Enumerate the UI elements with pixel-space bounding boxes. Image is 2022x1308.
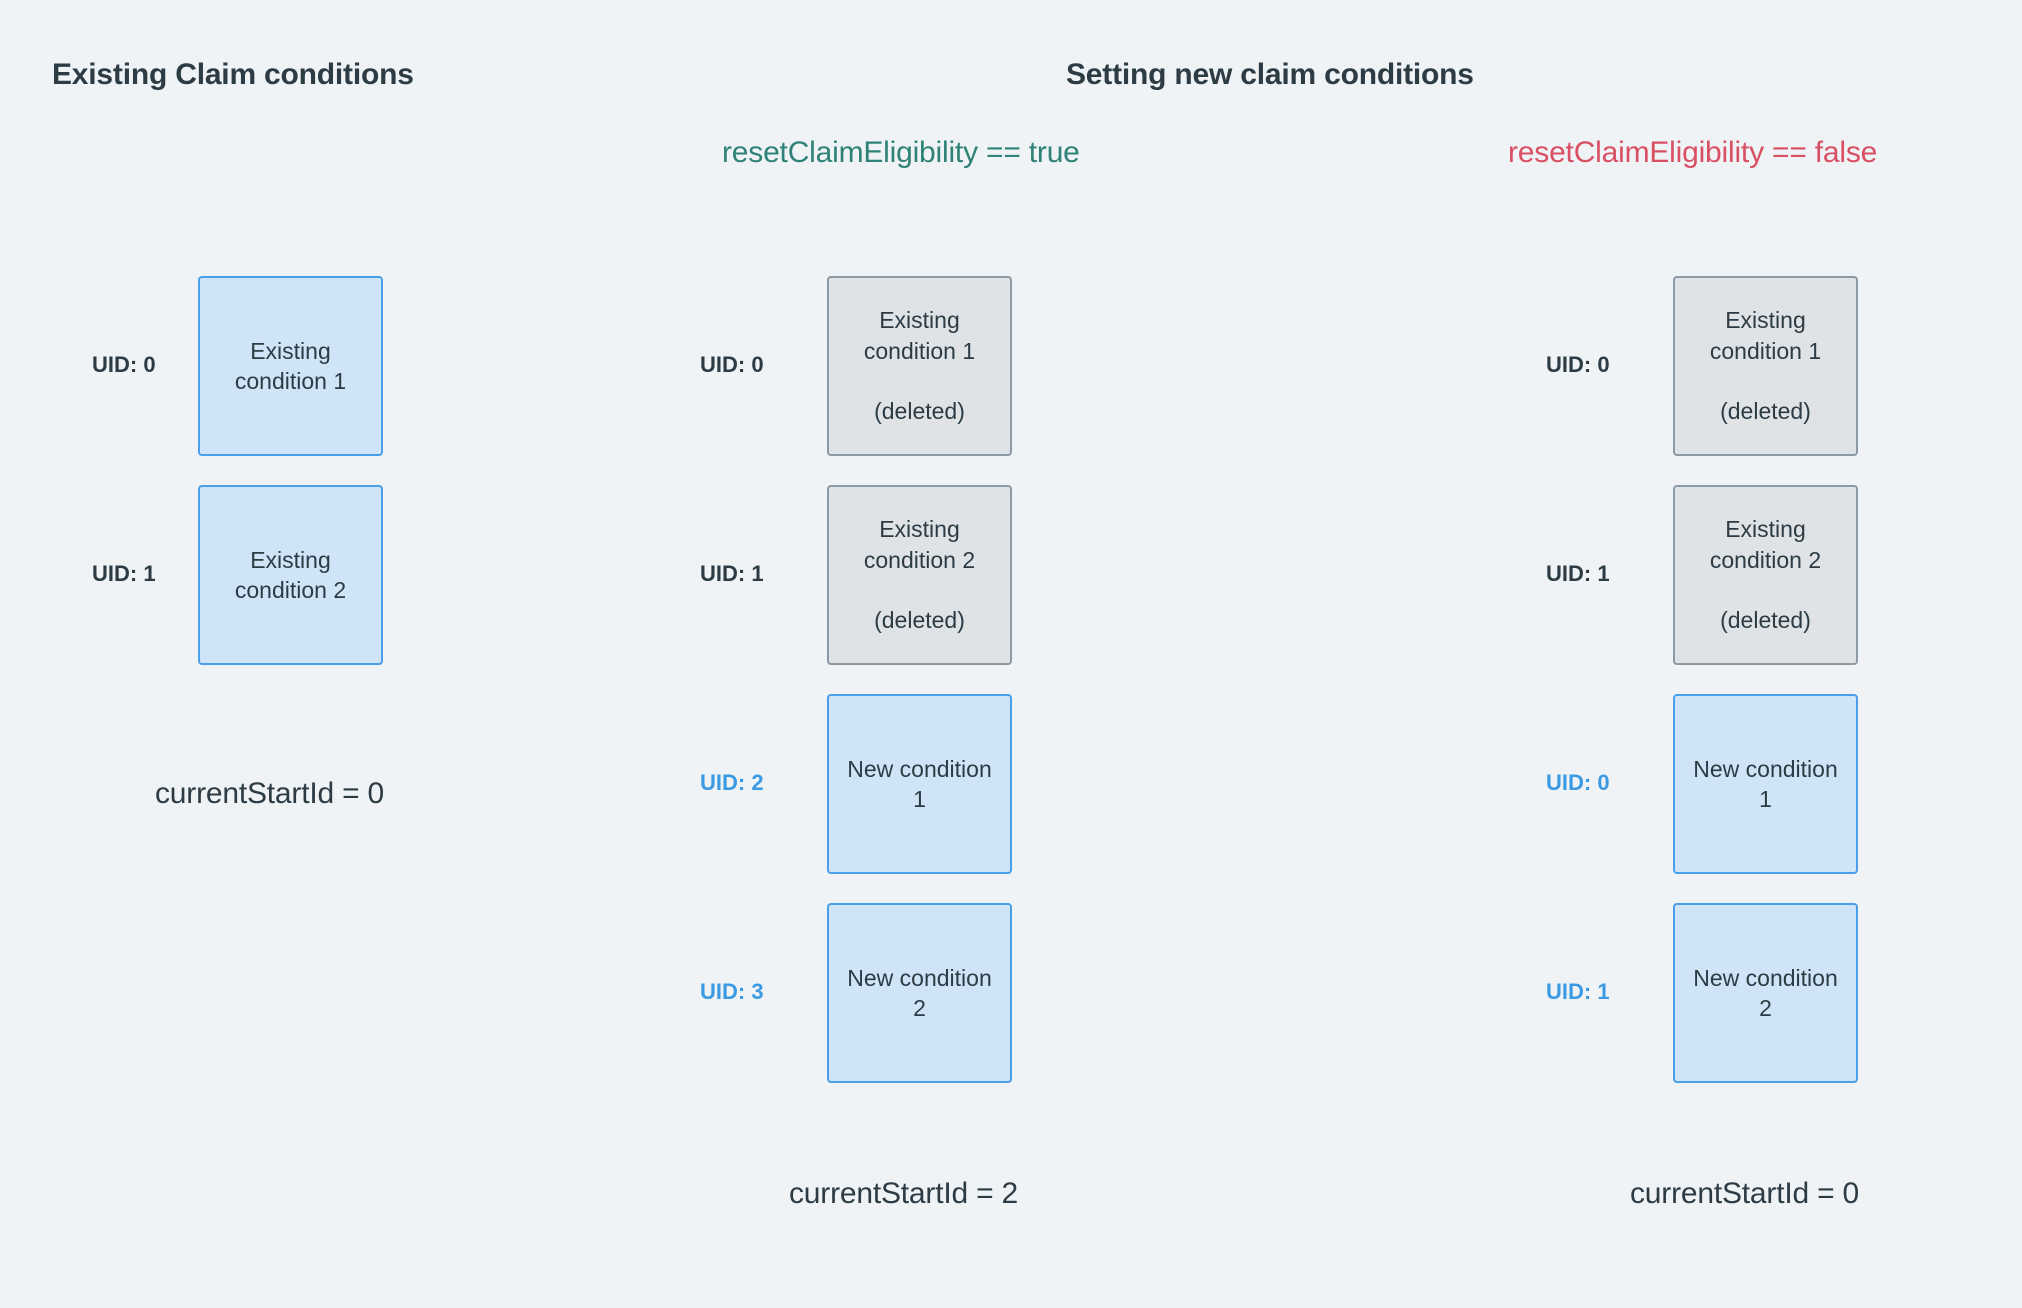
footer-current-start-id-reset-true: currentStartId = 2 xyxy=(789,1177,1019,1210)
condition-node[interactable]: Existing condition 1 xyxy=(198,276,383,456)
uid-label: UID: 1 xyxy=(700,561,764,586)
condition-node-status: (deleted) xyxy=(1720,398,1811,425)
footer-current-start-id-reset-false: currentStartId = 0 xyxy=(1630,1177,1860,1210)
condition-node-title: New condition 1 xyxy=(1693,755,1838,812)
condition-node[interactable]: New condition 1 xyxy=(1673,694,1858,874)
condition-label-reset-true: resetClaimEligibility == true xyxy=(722,136,1080,169)
uid-label: UID: 1 xyxy=(92,561,156,586)
condition-node-title: Existing condition 2 xyxy=(1709,516,1822,573)
condition-node-status: (deleted) xyxy=(1720,607,1811,634)
uid-label: UID: 0 xyxy=(92,352,156,377)
condition-node[interactable]: Existing condition 1 (deleted) xyxy=(1673,276,1858,456)
uid-label: UID: 2 xyxy=(700,770,764,795)
condition-node[interactable]: New condition 1 xyxy=(827,694,1012,874)
uid-label: UID: 1 xyxy=(1546,561,1610,586)
condition-node-title: New condition 2 xyxy=(847,964,992,1021)
condition-node-title: Existing condition 2 xyxy=(234,546,347,603)
uid-label: UID: 1 xyxy=(1546,979,1610,1004)
condition-node[interactable]: Existing condition 2 (deleted) xyxy=(1673,485,1858,665)
uid-label: UID: 0 xyxy=(700,352,764,377)
condition-node-title: Existing condition 1 xyxy=(1709,307,1822,364)
condition-node-status: (deleted) xyxy=(874,607,965,634)
footer-current-start-id-existing: currentStartId = 0 xyxy=(155,777,385,810)
condition-node-title: Existing condition 1 xyxy=(234,337,347,394)
condition-node[interactable]: Existing condition 1 (deleted) xyxy=(827,276,1012,456)
condition-node-title: New condition 2 xyxy=(1693,964,1838,1021)
condition-node-title: Existing condition 1 xyxy=(863,307,976,364)
condition-node[interactable]: New condition 2 xyxy=(1673,903,1858,1083)
condition-node[interactable]: New condition 2 xyxy=(827,903,1012,1083)
condition-node[interactable]: Existing condition 2 (deleted) xyxy=(827,485,1012,665)
uid-label: UID: 3 xyxy=(700,979,764,1004)
page-title-setting-new: Setting new claim conditions xyxy=(1066,58,1474,91)
condition-node[interactable]: Existing condition 2 xyxy=(198,485,383,665)
uid-label: UID: 0 xyxy=(1546,352,1610,377)
condition-node-status: (deleted) xyxy=(874,398,965,425)
condition-node-title: New condition 1 xyxy=(847,755,992,812)
condition-node-title: Existing condition 2 xyxy=(863,516,976,573)
uid-label: UID: 0 xyxy=(1546,770,1610,795)
page-title-existing: Existing Claim conditions xyxy=(52,58,414,91)
condition-label-reset-false: resetClaimEligibility == false xyxy=(1508,136,1878,169)
